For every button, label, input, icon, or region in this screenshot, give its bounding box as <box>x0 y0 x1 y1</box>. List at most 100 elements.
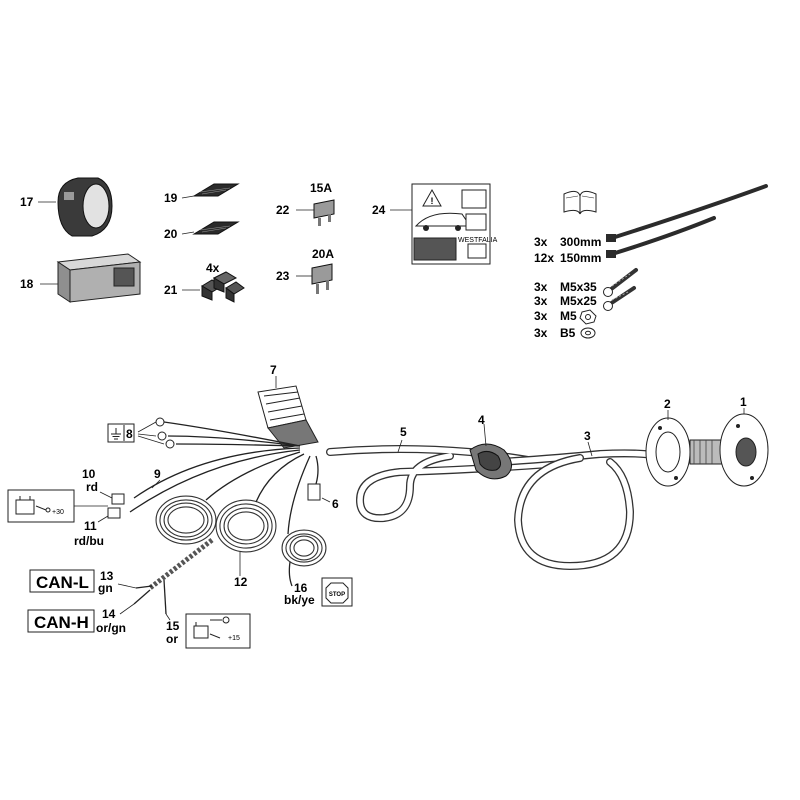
part-11: 11 rd/bu <box>74 515 109 548</box>
ignition-15-box: +15 <box>185 613 251 649</box>
part-21-clips: 4x 21 <box>164 261 245 303</box>
part-16: 16 bk/ye <box>284 581 315 607</box>
screw-m5x35 <box>603 268 638 297</box>
stop-text: STOP <box>329 592 345 598</box>
part-19-velcro: 19 <box>164 183 240 205</box>
part-1-socket-plate: 1 <box>719 395 769 487</box>
part-10-label: 10 <box>82 467 96 481</box>
sticker-text: WESTFALIA <box>458 237 498 244</box>
part-6-connector: 6 <box>307 455 339 511</box>
battery-30-box: +30 <box>7 489 108 523</box>
part-5: 5 <box>397 425 407 453</box>
washer-b5 <box>580 327 596 339</box>
part-20-velcro: 20 <box>164 221 240 241</box>
part-23-fuse: 20A 23 <box>276 247 334 294</box>
fuse-icon <box>313 199 335 226</box>
part-7-label: 7 <box>270 363 277 377</box>
hw-spec-4: M5 <box>560 309 577 323</box>
can-l-label: CAN-L <box>36 573 89 592</box>
part-18-label: 18 <box>20 277 34 291</box>
fuse-22-rating: 15A <box>310 181 332 195</box>
part-15-label: 15 <box>166 619 180 633</box>
hw-qty-3: 3x <box>534 294 548 308</box>
velcro-pad-icon <box>192 183 240 197</box>
battery-icon <box>15 496 51 515</box>
part-2-flange: 2 <box>645 397 691 487</box>
part-11-label: 11 <box>84 519 97 533</box>
manual-book-icon <box>563 190 597 215</box>
part-6-label: 6 <box>332 497 339 511</box>
washer-icon <box>580 327 596 339</box>
cable-tie-300 <box>606 184 768 242</box>
wire-16-color: bk/ye <box>284 593 315 607</box>
ground-wires <box>137 417 301 449</box>
cable-tie-icon <box>606 184 768 242</box>
ignition-icon <box>193 616 230 639</box>
part-20-label: 20 <box>164 227 178 241</box>
hw-spec-3: M5x25 <box>560 294 597 308</box>
wire-9-bundle: 9 <box>107 447 301 519</box>
hw-qty-4: 3x <box>534 309 548 323</box>
wire-13-color: gn <box>98 581 113 595</box>
part-17-label: 17 <box>20 195 34 209</box>
stop-box: STOP <box>321 577 353 607</box>
part-17-socket: 17 <box>20 177 113 237</box>
part-4-label: 4 <box>478 413 485 427</box>
cable-tie-150 <box>606 216 716 258</box>
hw-spec-0: 300mm <box>560 235 601 249</box>
part-24-label: 24 <box>372 203 386 217</box>
hardware-list: 3x 300mm 12x 150mm 3x M5x35 3x M5x25 3x … <box>534 235 601 340</box>
terminal-30: +30 <box>52 509 64 516</box>
hw-spec-5: B5 <box>560 326 576 340</box>
coil-9 <box>155 451 301 545</box>
part-5-label: 5 <box>400 425 407 439</box>
hw-spec-1: 150mm <box>560 251 601 265</box>
fuse-23-rating: 20A <box>312 247 334 261</box>
part-8-ground: 8 <box>107 423 135 443</box>
part-24-sticker: ! WESTFALIA 24 <box>372 183 498 265</box>
nut-m5 <box>579 309 597 325</box>
hw-spec-2: M5x35 <box>560 280 597 294</box>
part-13-label: 13 <box>100 569 114 583</box>
part-9-label: 9 <box>154 467 161 481</box>
velcro-pad-icon <box>192 221 240 235</box>
hw-qty-0: 3x <box>534 235 548 249</box>
part-19-label: 19 <box>164 191 178 205</box>
part-16-label: 16 <box>294 581 308 595</box>
part-2-label: 2 <box>664 397 671 411</box>
clips-quantity: 4x <box>206 261 220 275</box>
part-22-label: 22 <box>276 203 290 217</box>
wire-15-color: or <box>166 632 178 646</box>
can-l: CAN-L 13 gn <box>29 569 137 595</box>
wire-10-color: rd <box>86 480 98 494</box>
coil-16 <box>281 455 327 587</box>
part-23-label: 23 <box>276 269 290 283</box>
terminal-15: +15 <box>228 635 240 642</box>
cable-tie-icon <box>606 216 716 258</box>
part-7-connector: 7 <box>257 363 319 449</box>
can-twisted-pair <box>133 538 214 615</box>
socket-icon <box>57 177 113 237</box>
part-8-label: 8 <box>126 427 133 441</box>
can-h: CAN-H 14 or/gn <box>27 603 135 635</box>
screw-m5x25 <box>603 286 636 311</box>
part-18-module: 18 <box>20 253 142 303</box>
part-4-grommet: 4 <box>469 413 512 480</box>
wire-11-color: rd/bu <box>74 534 104 548</box>
hw-qty-5: 3x <box>534 326 548 340</box>
screw-icon <box>603 268 638 297</box>
control-module-icon <box>56 253 142 303</box>
part-21-label: 21 <box>164 283 178 297</box>
cable-clip-icon <box>201 271 245 303</box>
part-1-label: 1 <box>740 395 747 409</box>
screw-icon <box>603 286 636 311</box>
svg-text:!: ! <box>431 196 434 206</box>
part-3-label: 3 <box>584 429 591 443</box>
hw-qty-2: 3x <box>534 280 548 294</box>
part-22-fuse: 15A 22 <box>276 181 335 226</box>
part-10: 10 rd <box>82 467 113 499</box>
part-12-label: 12 <box>234 575 248 589</box>
warning-sticker-icon: ! WESTFALIA <box>411 183 498 265</box>
ground-symbol-icon <box>111 428 121 440</box>
